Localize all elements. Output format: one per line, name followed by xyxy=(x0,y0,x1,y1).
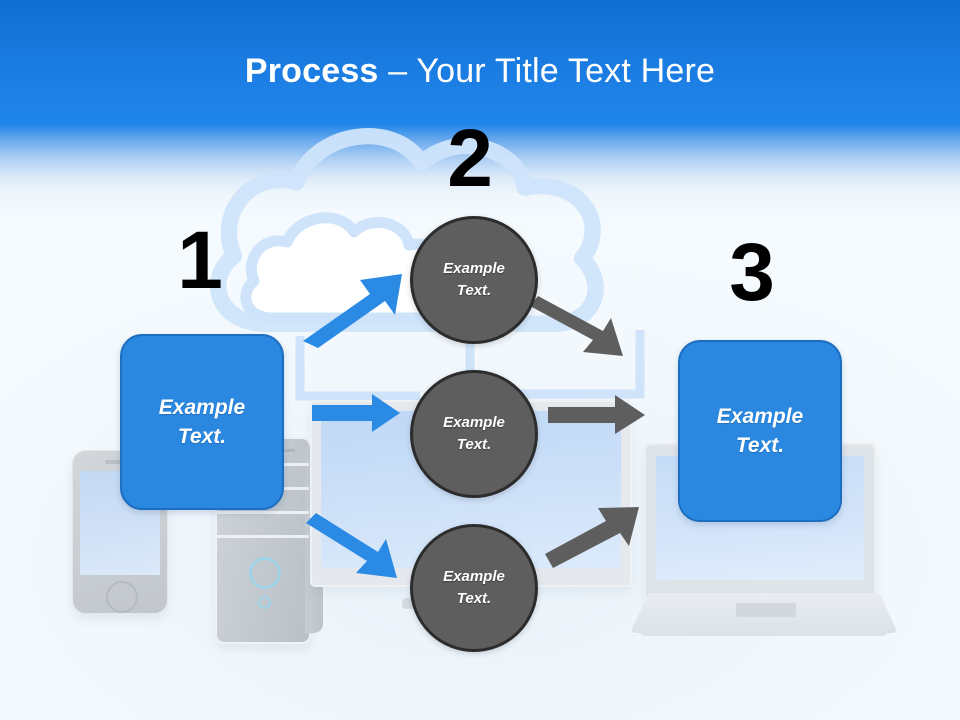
circle-top-line1: Example xyxy=(443,260,505,277)
circle-top-line2: Text. xyxy=(456,282,492,299)
phone-home-button xyxy=(106,581,138,613)
step-2-circle-top[interactable]: Example Text. xyxy=(410,216,538,344)
page-title-rest: – Your Title Text Here xyxy=(378,52,716,90)
arrow-gray-down-right-icon xyxy=(530,296,623,356)
step-1-box-line1: Example xyxy=(158,396,246,419)
step-number-2: 2 xyxy=(447,113,493,204)
tower-vent-slot xyxy=(273,449,295,452)
step-2-circle-bottom-text: Example Text. xyxy=(443,566,505,610)
step-1-box-line2: Text. xyxy=(177,425,227,448)
page-title: Process – Your Title Text Here xyxy=(0,50,960,92)
arrow-blue-down-right-icon xyxy=(306,513,397,578)
step-1-box-text: Example Text. xyxy=(159,393,245,451)
step-2-circle-bottom[interactable]: Example Text. xyxy=(410,524,538,652)
arrow-blue-up-right-icon xyxy=(303,274,402,348)
step-2-circle-middle[interactable]: Example Text. xyxy=(410,370,538,498)
step-2-circle-top-text: Example Text. xyxy=(443,258,505,302)
step-3-box-text: Example Text. xyxy=(717,402,803,460)
arrow-gray-up-right-icon xyxy=(545,507,639,568)
laptop-front-edge xyxy=(640,629,888,636)
circle-middle-line2: Text. xyxy=(456,436,492,453)
circle-bottom-line2: Text. xyxy=(456,590,492,607)
tower-led xyxy=(258,596,271,609)
step-number-1: 1 xyxy=(177,215,223,306)
step-3-box-line2: Text. xyxy=(735,434,785,457)
tower-bay-line xyxy=(217,535,309,538)
circle-middle-line1: Example xyxy=(443,414,505,431)
step-2-circle-middle-text: Example Text. xyxy=(443,412,505,456)
step-3-box[interactable]: Example Text. xyxy=(678,340,842,522)
step-3-box-line1: Example xyxy=(716,405,804,428)
circle-bottom-line1: Example xyxy=(443,568,505,585)
arrow-blue-right-icon xyxy=(312,394,400,432)
laptop-trackpad xyxy=(736,603,796,617)
page-title-bold: Process xyxy=(244,52,379,90)
step-1-box[interactable]: Example Text. xyxy=(120,334,284,510)
tower-power-ring xyxy=(249,557,281,589)
step-number-3: 3 xyxy=(729,227,775,318)
tower-bay-line xyxy=(217,511,309,514)
cloud-icon-back xyxy=(210,128,604,332)
header-band xyxy=(0,0,960,126)
arrow-gray-right-icon xyxy=(548,395,645,434)
